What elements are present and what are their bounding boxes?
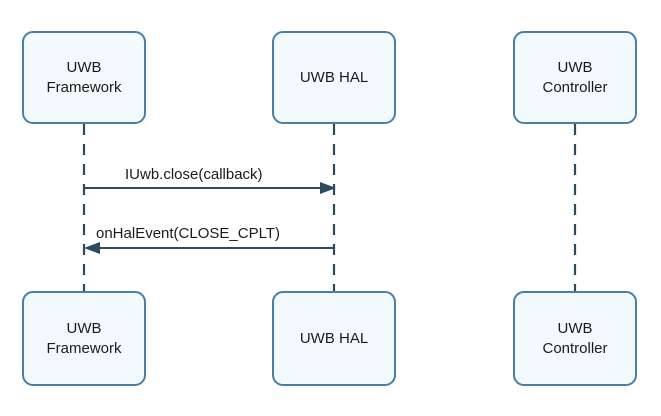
participant-box-bottom-uwb-framework[interactable]: UWB Framework bbox=[22, 291, 146, 386]
participant-box-bottom-uwb-hal[interactable]: UWB HAL bbox=[272, 291, 396, 386]
message-label-onhalevent-close-cplt: onHalEvent(CLOSE_CPLT) bbox=[96, 225, 280, 242]
participant-box-top-uwb-framework[interactable]: UWB Framework bbox=[22, 31, 146, 124]
participant-box-bottom-uwb-controller[interactable]: UWB Controller bbox=[513, 291, 637, 386]
participant-box-top-uwb-hal[interactable]: UWB HAL bbox=[272, 31, 396, 124]
message-arrow-iuwb-close bbox=[84, 182, 336, 194]
participant-box-top-uwb-controller[interactable]: UWB Controller bbox=[513, 31, 637, 124]
message-label-iuwb-close: IUwb.close(callback) bbox=[125, 166, 263, 183]
message-arrow-onhalevent-close-cplt bbox=[84, 242, 334, 254]
